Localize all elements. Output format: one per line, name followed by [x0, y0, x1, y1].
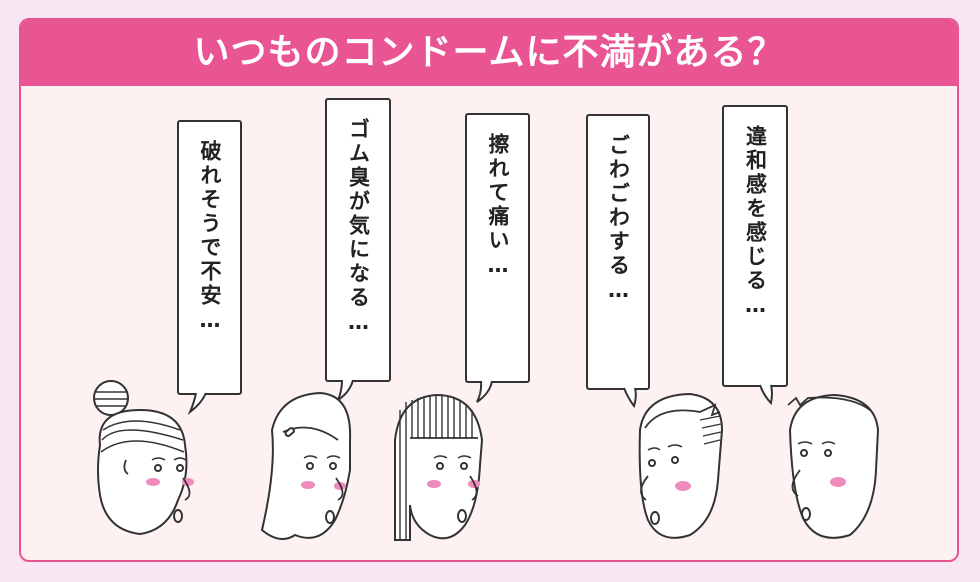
speech-bubble-tail-1	[187, 392, 207, 416]
speech-bubble-tail-5	[759, 384, 773, 406]
speech-bubble-text-2: ゴム臭が気になる…	[346, 118, 371, 337]
speech-bubble-text-1: 破れそうで不安…	[198, 140, 222, 335]
speech-bubble-tail-3	[476, 380, 493, 403]
title-banner: いつものコンドームに不満がある？	[21, 20, 957, 86]
speech-bubble-text-4: ごわごわする…	[606, 134, 631, 305]
woman-bun-hair-icon	[93, 380, 194, 536]
speech-bubble-2: ゴム臭が気になる…	[325, 98, 391, 382]
speech-bubble-5: 違和感を感じる…	[722, 105, 788, 387]
speech-bubble-1: 破れそうで不安…	[177, 120, 242, 395]
man-striped-hair-icon	[638, 392, 724, 539]
speech-bubble-text-3: 擦れて痛い…	[486, 133, 510, 280]
speech-bubble-3: 擦れて痛い…	[465, 113, 530, 383]
speech-bubble-tail-2	[335, 379, 354, 403]
woman-long-hair-icon	[260, 391, 352, 540]
woman-bob-hair-icon	[394, 393, 484, 541]
page-title: いつものコンドームに不満がある？	[193, 32, 785, 73]
speech-bubble-tail-4	[623, 387, 637, 409]
speech-bubble-4: ごわごわする…	[586, 114, 650, 390]
man-short-hair-icon	[787, 393, 880, 539]
speech-bubble-text-5: 違和感を感じる…	[743, 125, 768, 320]
